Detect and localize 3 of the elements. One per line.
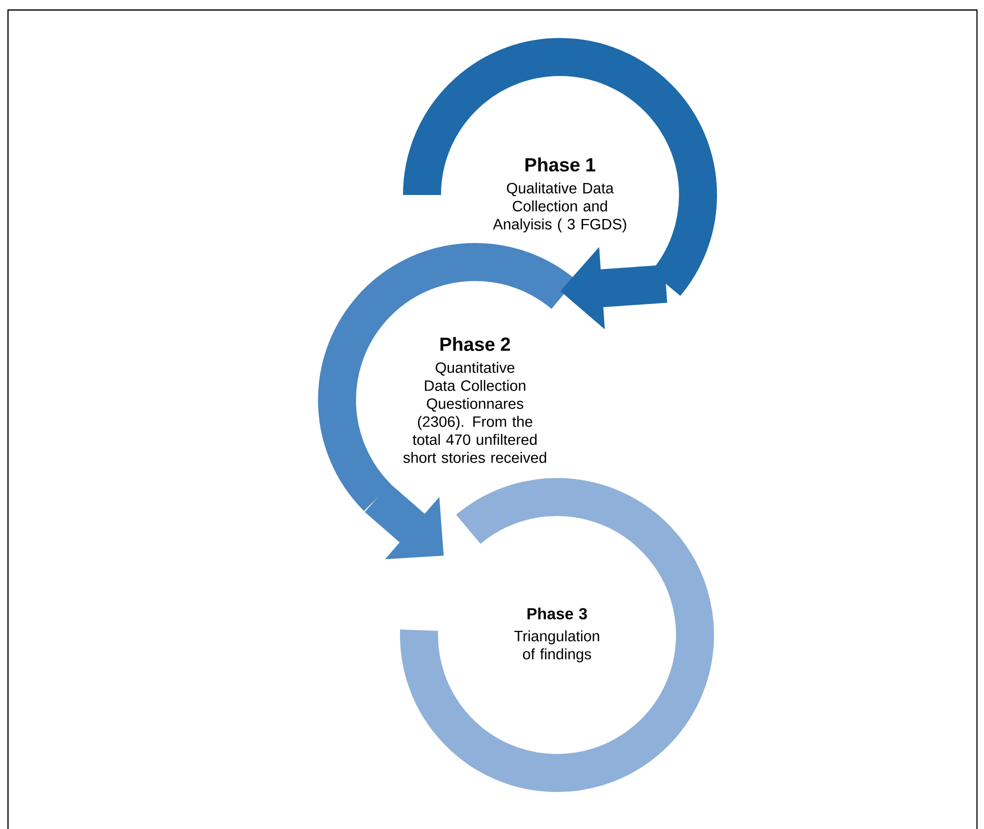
phase-ring: Phase 1 Qualitative Data Collection and Analyisis ( 3 FGDS)	[403, 38, 718, 296]
phase-ring: Phase 3 Triangulation of findings	[400, 478, 714, 792]
phase-ring: Phase 2 Quantitative Data Collection Questionnares (2306). From the total 470 unfiltered short stories received	[318, 243, 575, 510]
